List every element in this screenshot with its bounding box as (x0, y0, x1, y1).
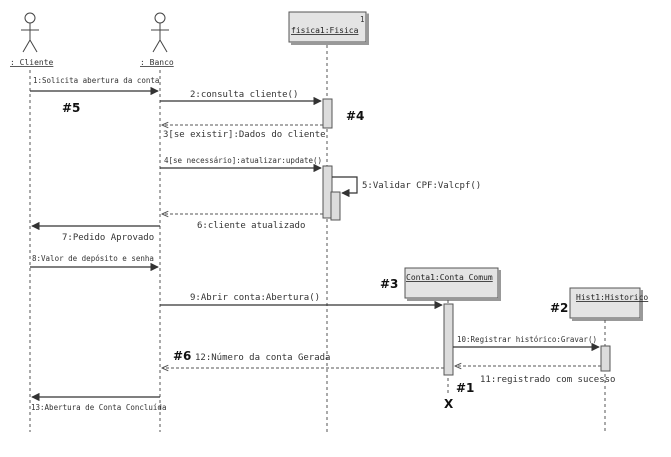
message-11-label: 11:registrado com sucesso (480, 375, 615, 385)
activation-conta (443, 303, 454, 376)
object-historico: Hist1:Historico (569, 287, 648, 321)
message-7: 7:Pedido Aprovado (31, 221, 160, 243)
message-11: 11:registrado com sucesso (455, 366, 615, 385)
activation-historico (600, 345, 611, 372)
message-13-label: 13:Abertura de Conta Concluída (31, 403, 166, 412)
message-8: 8:Valor de depósito e senha (30, 254, 159, 272)
actor-banco-icon (151, 12, 169, 53)
object-conta-label: Conta1:Conta Comum (406, 273, 493, 282)
activation-fisica-3 (330, 191, 341, 221)
message-12: 12:Número da conta Gerada (162, 353, 444, 368)
message-6: 6:cliente atualizado (162, 214, 323, 231)
message-4: 4[se necessário]:atualizar:update() (160, 156, 322, 173)
actor-banco-label: : Banco (140, 58, 174, 67)
message-9: 9:Abrir conta:Abertura() (160, 293, 443, 310)
message-5: 5:Validar CPF:Valcpf() (332, 176, 481, 198)
message-10: 10:Registrar histórico:Gravar() (453, 335, 600, 352)
marker-4: #4 (346, 109, 364, 123)
marker-5: #5 (62, 101, 80, 115)
message-7-label: 7:Pedido Aprovado (62, 233, 154, 243)
message-4-label: 4[se necessário]:atualizar:update() (164, 156, 322, 165)
message-12-label: 12:Número da conta Gerada (195, 353, 330, 363)
actor-cliente: : Cliente (10, 12, 54, 67)
actor-cliente-icon (21, 12, 39, 53)
destroy-marker: X (444, 397, 454, 411)
marker-3: #3 (380, 277, 398, 291)
message-13: 13:Abertura de Conta Concluída (31, 392, 166, 412)
message-3: 3[se existir]:Dados do cliente (162, 125, 326, 140)
object-conta: Conta1:Conta Comum (404, 267, 501, 301)
object-fisica: fisica1:Fisica 1 (288, 11, 369, 45)
message-2: 2:consulta cliente() (160, 90, 322, 106)
message-6-label: 6:cliente atualizado (197, 221, 305, 231)
message-10-label: 10:Registrar histórico:Gravar() (457, 335, 597, 344)
object-fisica-index: 1 (360, 15, 365, 24)
actor-cliente-label: : Cliente (10, 58, 54, 67)
message-3-label: 3[se existir]:Dados do cliente (163, 130, 326, 140)
message-1: 1:Solicita abertura da conta (30, 76, 159, 96)
object-fisica-label: fisica1:Fisica (291, 26, 359, 35)
marker-1: #1 (456, 381, 474, 395)
message-8-label: 8:Valor de depósito e senha (32, 254, 154, 263)
message-5-label: 5:Validar CPF:Valcpf() (362, 181, 481, 191)
actor-banco: : Banco (140, 12, 174, 67)
activation-fisica-1 (322, 98, 333, 129)
message-1-label: 1:Solicita abertura da conta (33, 76, 159, 85)
message-9-label: 9:Abrir conta:Abertura() (190, 293, 320, 303)
marker-6: #6 (173, 349, 191, 363)
marker-2: #2 (550, 301, 568, 315)
object-historico-label: Hist1:Historico (576, 293, 648, 302)
message-2-label: 2:consulta cliente() (190, 90, 298, 100)
